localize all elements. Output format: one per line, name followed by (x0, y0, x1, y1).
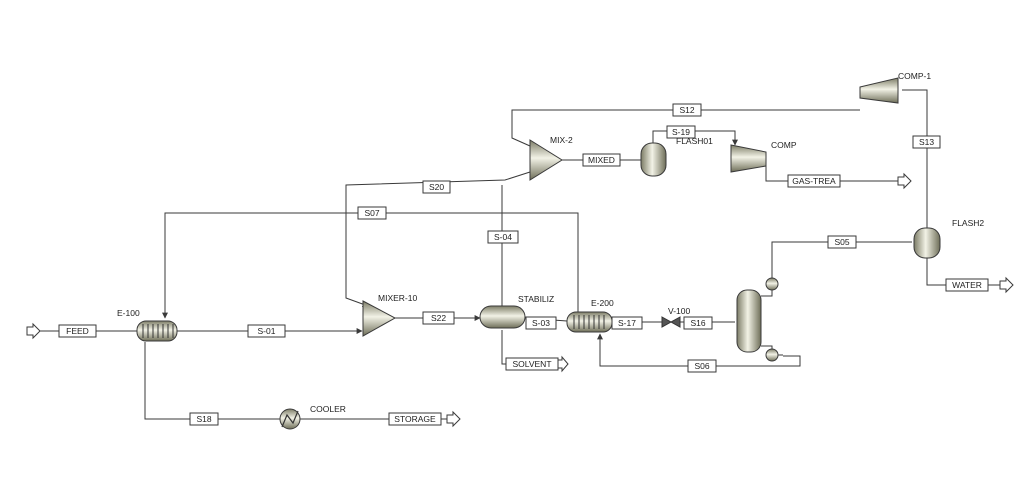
svg-text:S22: S22 (431, 313, 446, 323)
stream-label-mixed[interactable]: MIXED (582, 153, 621, 167)
svg-text:S-19: S-19 (672, 127, 690, 137)
flash2-vessel-icon[interactable] (913, 227, 941, 259)
cooler-icon[interactable] (279, 408, 301, 430)
stream-label-s20[interactable]: S20 (422, 180, 451, 194)
label-comp: COMP (771, 140, 797, 150)
comp-compressor-icon[interactable] (730, 144, 767, 173)
stream-label-feed[interactable]: FEED (58, 324, 97, 338)
water-outlet-arrow-icon (999, 276, 1014, 294)
heat-exchanger-e200[interactable] (566, 311, 613, 333)
stream-label-s18[interactable]: S18 (189, 412, 219, 426)
svg-text:S13: S13 (919, 137, 934, 147)
valve-v100-icon[interactable] (661, 316, 681, 328)
label-mixer10: MIXER-10 (378, 293, 417, 303)
line-s13 (902, 89, 928, 228)
heat-exchanger-e100[interactable] (136, 320, 178, 342)
line-s06 (597, 333, 801, 367)
storage-outlet-arrow-icon (446, 410, 461, 428)
svg-text:S07: S07 (364, 208, 379, 218)
flash01-vessel-icon[interactable] (640, 142, 667, 177)
solvent-outlet-arrow-icon (557, 355, 569, 373)
line-s07 (162, 212, 579, 319)
line-solvent (501, 330, 506, 365)
svg-text:S-17: S-17 (618, 318, 636, 328)
svg-text:MIXED: MIXED (588, 155, 615, 165)
stream-label-s19[interactable]: S-19 (666, 125, 696, 139)
svg-text:S06: S06 (694, 361, 709, 371)
svg-text:S-03: S-03 (532, 318, 550, 328)
line-s20 (345, 171, 531, 307)
svg-text:S20: S20 (429, 182, 444, 192)
svg-text:S16: S16 (690, 318, 705, 328)
label-e100: E-100 (117, 308, 140, 318)
stream-label-s03[interactable]: S-03 (525, 316, 557, 330)
line-s18 (144, 342, 280, 420)
label-stabiliz-drum: STABILIZ (518, 294, 554, 304)
feed-inlet-arrow-icon (26, 322, 41, 340)
stream-label-s01[interactable]: S-01 (247, 324, 286, 338)
stream-label-solvent[interactable]: SOLVENT (505, 357, 559, 371)
line-s05 (771, 241, 912, 282)
comp-1-compressor-icon[interactable] (859, 77, 899, 104)
stream-label-s13[interactable]: S13 (912, 135, 941, 149)
svg-text:S-04: S-04 (494, 232, 512, 242)
stream-label-s05[interactable]: S05 (827, 235, 857, 249)
svg-text:S-01: S-01 (258, 326, 276, 336)
svg-text:WATER: WATER (952, 280, 982, 290)
stream-label-s12[interactable]: S12 (672, 103, 702, 117)
svg-text:STORAGE: STORAGE (394, 414, 436, 424)
svg-text:SOLVENT: SOLVENT (512, 359, 551, 369)
label-e200: E-200 (591, 298, 614, 308)
stream-label-s16[interactable]: S16 (683, 316, 713, 330)
mix-2-icon[interactable] (529, 139, 563, 181)
stream-label-s17[interactable]: S-17 (611, 316, 643, 330)
stabiliz-drum-icon[interactable] (479, 305, 526, 329)
svg-text:S12: S12 (679, 105, 694, 115)
label-flash2: FLASH2 (952, 218, 984, 228)
svg-text:S05: S05 (834, 237, 849, 247)
stabliz-column[interactable] (736, 277, 783, 362)
stream-label-s07[interactable]: S07 (357, 206, 387, 220)
stream-label-s06[interactable]: S06 (687, 359, 717, 373)
label-cooler: COOLER (310, 404, 346, 414)
svg-text:S18: S18 (196, 414, 211, 424)
gas-trea-outlet-arrow-icon (897, 172, 912, 190)
label-v100: V-100 (668, 306, 690, 316)
svg-text:GAS-TREA: GAS-TREA (792, 176, 836, 186)
stream-label-s22[interactable]: S22 (422, 311, 455, 325)
svg-text:FEED: FEED (66, 326, 89, 336)
label-mix2: MIX-2 (550, 135, 573, 145)
stream-label-gas-trea[interactable]: GAS-TREA (787, 174, 841, 188)
stream-label-s04[interactable]: S-04 (487, 230, 519, 244)
stream-label-storage[interactable]: STORAGE (388, 412, 442, 426)
stream-label-water[interactable]: WATER (945, 278, 989, 292)
label-comp1: COMP-1 (898, 71, 931, 81)
mixer-10-icon[interactable] (362, 300, 397, 337)
label-flash01: FLASH01 (676, 136, 713, 146)
line-gas-trea (765, 160, 898, 182)
